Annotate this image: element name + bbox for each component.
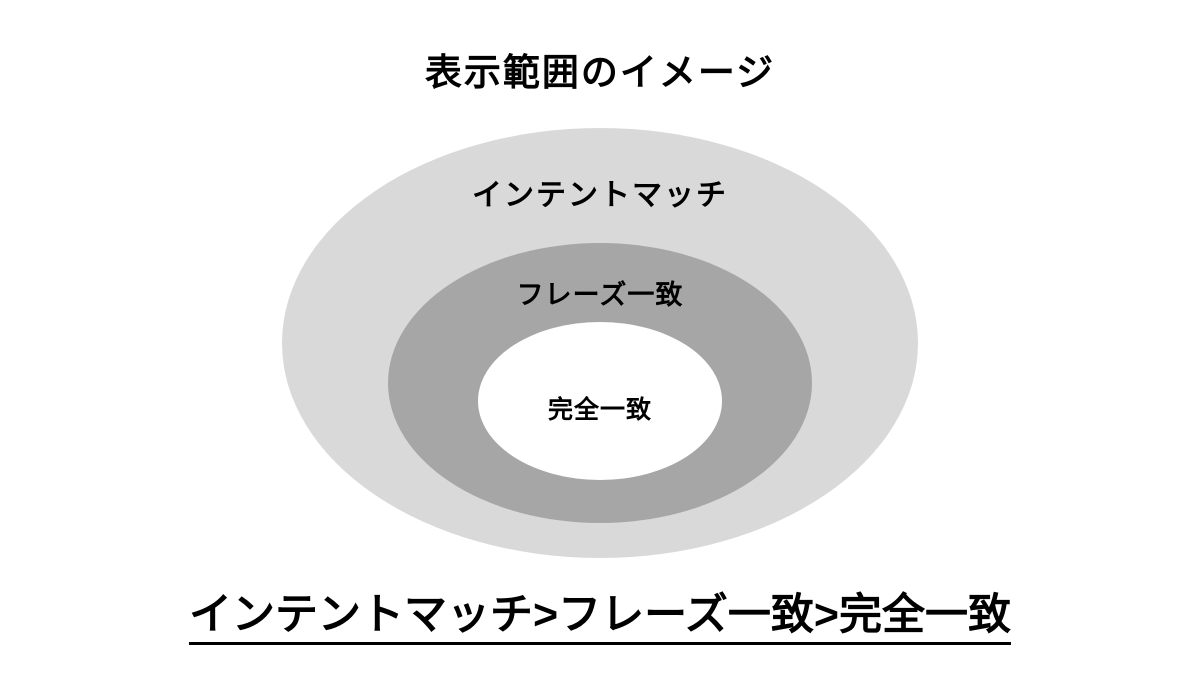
label-phrase-match: フレーズ一致 (516, 280, 684, 310)
page-title: 表示範囲のイメージ (424, 52, 776, 93)
ellipse-exact-match (478, 322, 722, 480)
label-intent-match: インテントマッチ (472, 179, 728, 212)
hierarchy-caption: インテントマッチ>フレーズ一致>完全一致 (188, 591, 1012, 646)
label-exact-match: 完全一致 (547, 396, 653, 424)
